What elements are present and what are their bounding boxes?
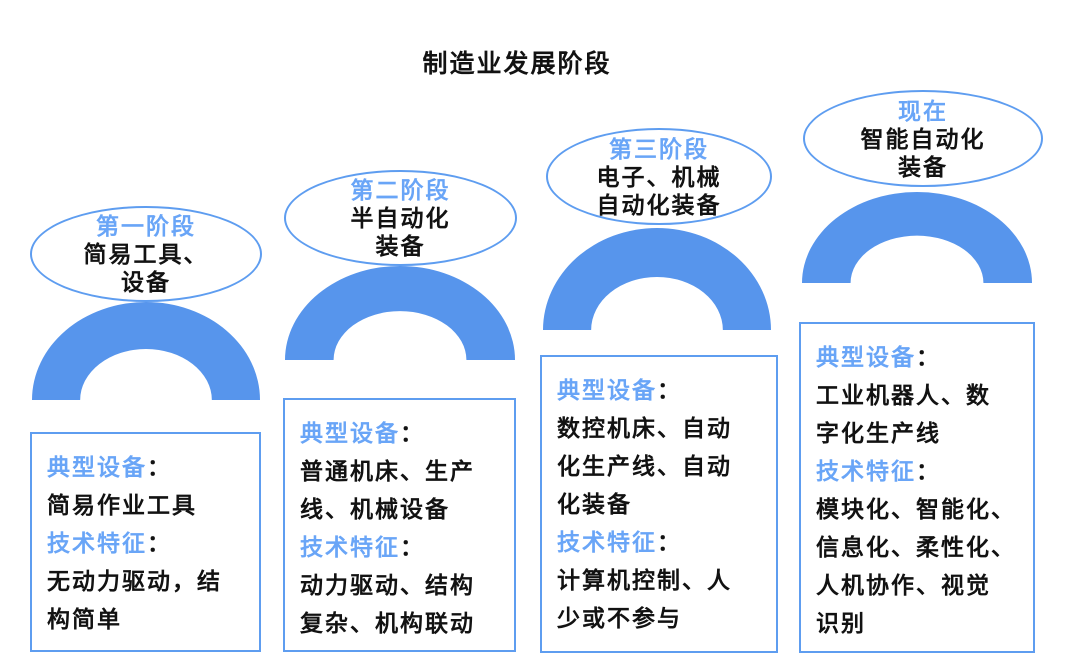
equipment-text: 普通机床、生产 线、机械设备 <box>300 458 475 522</box>
equipment-text: 简易作业工具 <box>47 492 197 518</box>
info-box-4: 典型设备： 工业机器人、数 字化生产线 技术特征： 模块化、智能化、 信息化、柔… <box>799 322 1035 653</box>
equipment-heading: 典型设备： <box>47 454 172 480</box>
stage-ellipse-1: 第一阶段 简易工具、 设备 <box>30 206 262 302</box>
features-text: 模块化、智能化、 信息化、柔性化、 人机协作、视觉 识别 <box>816 496 1016 636</box>
stage-label: 第一阶段 <box>96 213 196 239</box>
equipment-heading: 典型设备： <box>557 377 682 403</box>
equipment-text: 工业机器人、数 字化生产线 <box>816 382 991 446</box>
arch-shape-3 <box>543 228 771 330</box>
features-text: 动力驱动、结构 复杂、机构联动 <box>300 572 475 636</box>
stage-ellipse-3: 第三阶段 电子、机械 自动化装备 <box>546 128 772 225</box>
features-heading: 技术特征： <box>47 530 172 556</box>
equipment-text: 数控机床、自动 化生产线、自动 化装备 <box>557 415 732 517</box>
equipment-heading: 典型设备： <box>816 344 941 370</box>
info-box-1: 典型设备： 简易作业工具 技术特征： 无动力驱动，结 构简单 <box>30 432 261 652</box>
stage-ellipse-2: 第二阶段 半自动化 装备 <box>284 170 517 266</box>
stage-name: 电子、机械 自动化装备 <box>596 163 722 218</box>
equipment-heading: 典型设备： <box>300 420 425 446</box>
stage-name: 半自动化 装备 <box>350 205 451 259</box>
stage-name: 智能自动化 装备 <box>860 125 986 180</box>
stage-ellipse-4: 现在 智能自动化 装备 <box>803 90 1043 187</box>
info-box-2: 典型设备： 普通机床、生产 线、机械设备 技术特征： 动力驱动、结构 复杂、机构… <box>283 398 516 652</box>
arch-shape-2 <box>285 266 515 360</box>
diagram-title: 制造业发展阶段 <box>422 50 612 78</box>
info-box-3: 典型设备： 数控机床、自动 化生产线、自动 化装备 技术特征： 计算机控制、人 … <box>540 355 778 653</box>
features-heading: 技术特征： <box>300 534 425 560</box>
arch-shape-1 <box>32 302 260 400</box>
features-text: 计算机控制、人 少或不参与 <box>557 567 732 631</box>
arch-shape-4 <box>802 192 1032 283</box>
stage-label: 第三阶段 <box>609 135 709 162</box>
stage-label: 现在 <box>898 97 948 124</box>
features-heading: 技术特征： <box>557 529 682 555</box>
stage-name: 简易工具、 设备 <box>83 241 209 295</box>
stage-label: 第二阶段 <box>350 177 451 203</box>
features-text: 无动力驱动，结 构简单 <box>47 568 222 632</box>
features-heading: 技术特征： <box>816 458 941 484</box>
